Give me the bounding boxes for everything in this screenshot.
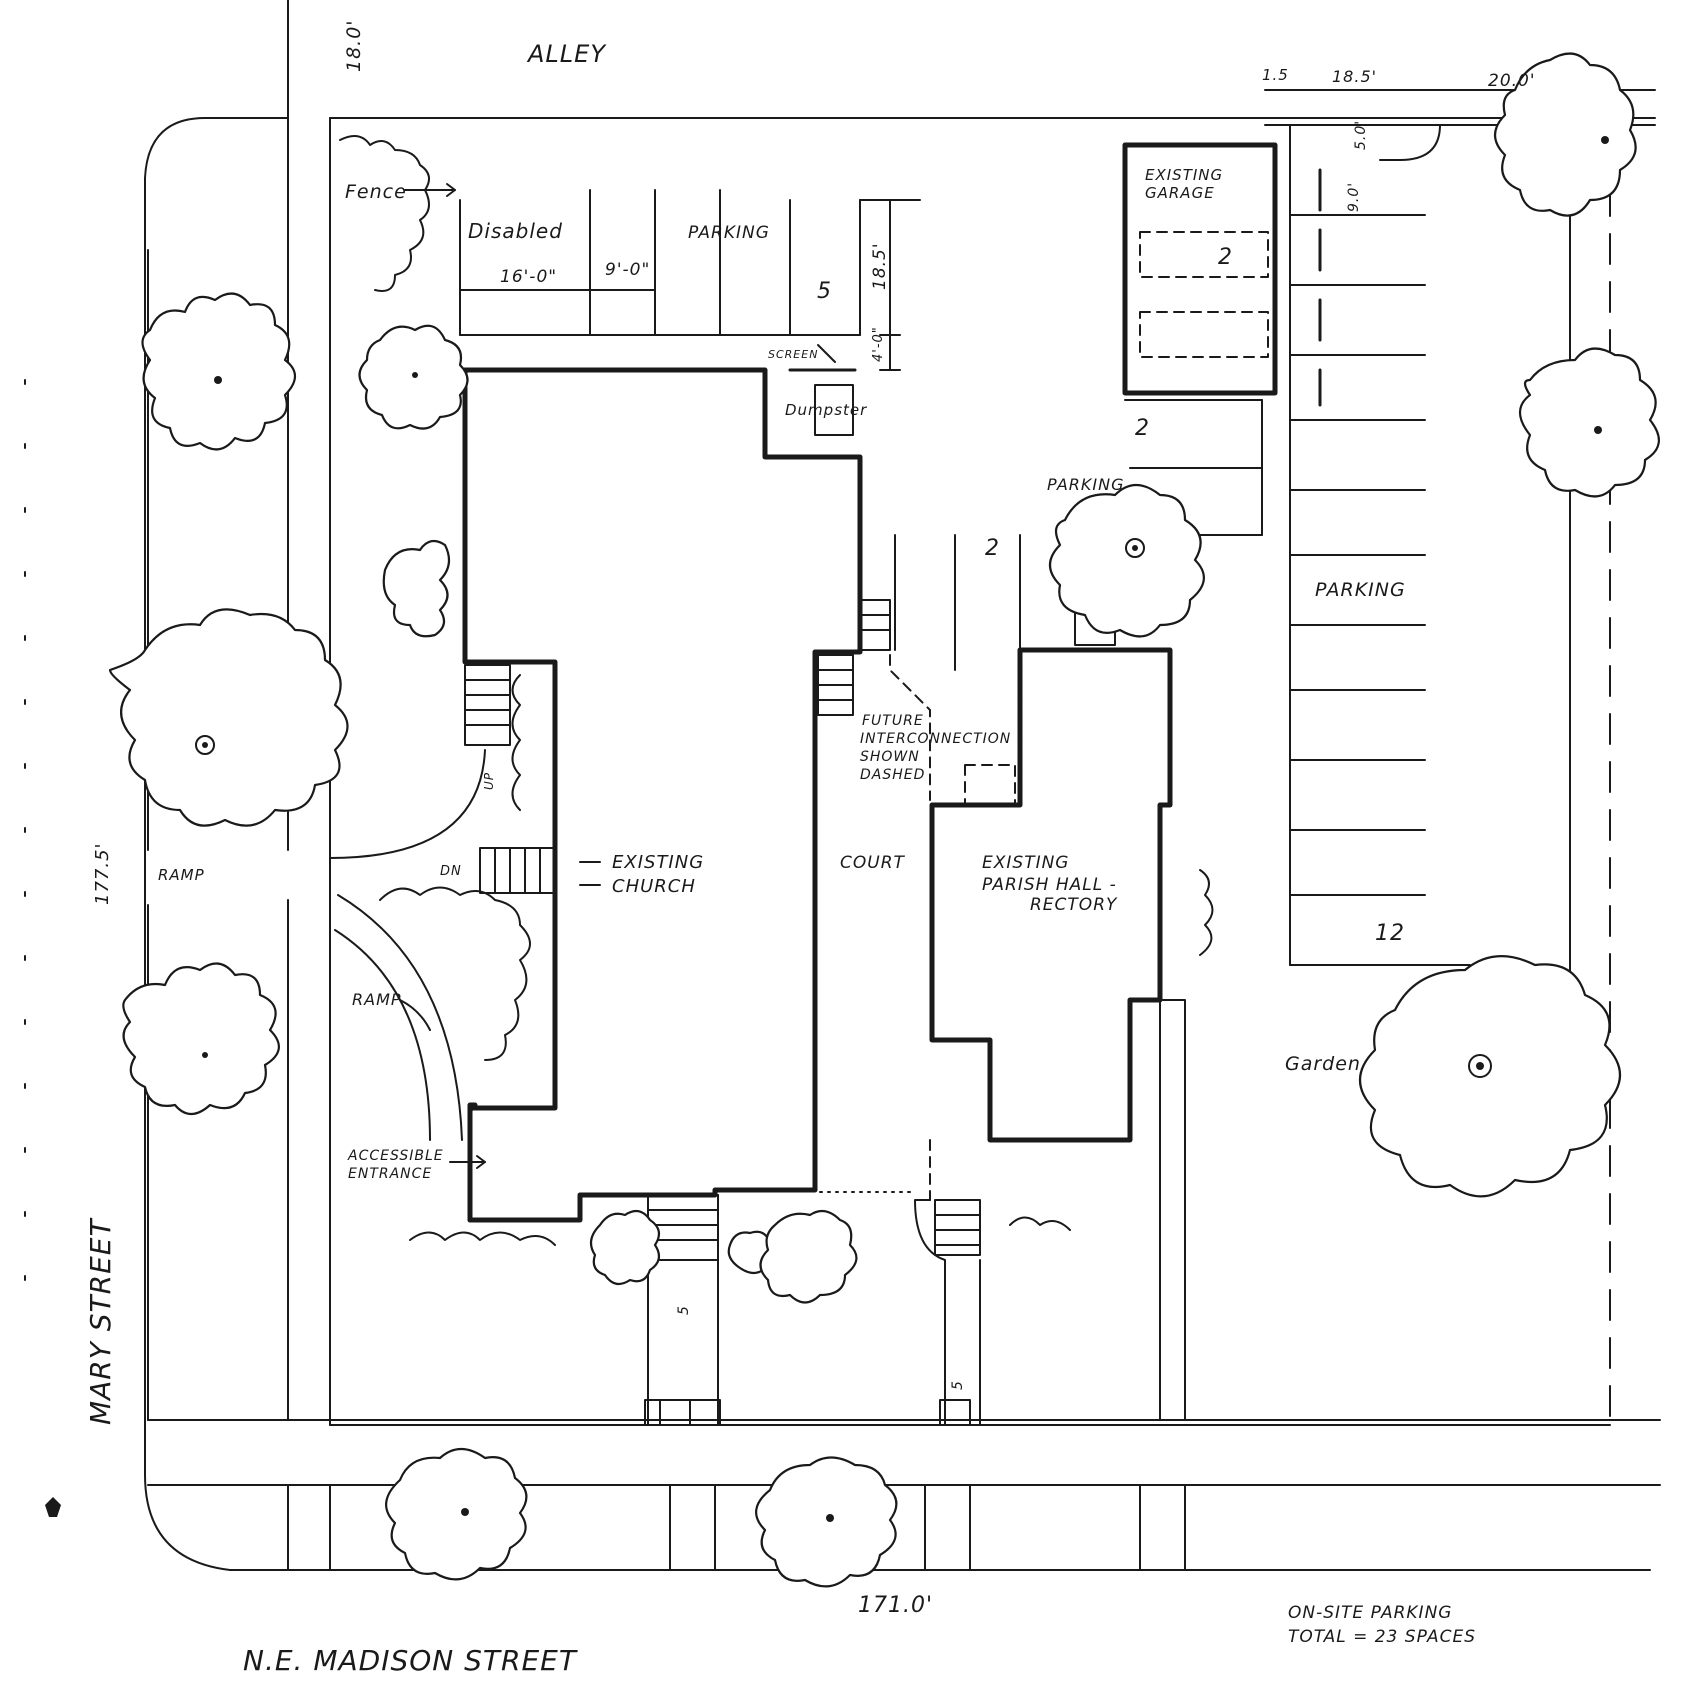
garden-label: Garden [1285,1053,1361,1075]
tree-garden [1359,955,1621,1198]
parking-top-label: PARKING [688,223,770,243]
disabled-stall-dim: 16'-0" [500,267,557,287]
trees [108,52,1660,1588]
annotation-arrows [399,183,836,1169]
step-count-b: 5 [950,1380,966,1390]
aisle-offset-dim: 4'-0" [871,326,886,362]
parish-hall-label-2: PARISH HALL - [982,875,1117,895]
top-dim-c: 20.0' [1488,71,1536,91]
future-interconnection-1: FUTURE [862,713,924,729]
mary-street-label: MARY STREET [84,1218,117,1425]
tree-church-side [382,539,451,638]
existing-garage-label-2: GARAGE [1145,184,1215,202]
court-label: COURT [840,853,906,873]
parking-right-label: PARKING [1315,579,1406,601]
alley-width-dim: 18.0' [343,19,365,72]
garage-count: 2 [1218,245,1233,270]
dumpster-label: Dumpster [785,401,867,419]
tree-right-top [1493,52,1637,217]
existing-garage [1122,142,1322,407]
future-interconnection-3: SHOWN [860,749,920,765]
north-arrow-icon [45,1497,61,1517]
parish-hall-label-3: RECTORY [1030,895,1118,915]
top-parking-count: 5 [817,279,832,304]
court-parking-count: 2 [985,536,1000,561]
parish-hall-label-1: EXISTING [982,853,1069,873]
lot-depth-dim: 177.5' [92,843,113,905]
ramp-left-label: RAMP [158,866,205,884]
madison-street-label: N.E. MADISON STREET [243,1644,578,1677]
tree-right-mid [1518,347,1660,498]
parking-mid-label: PARKING [1047,475,1125,494]
right-parking-lot [894,124,1471,966]
right-parking-count: 12 [1375,921,1405,946]
dn-label: DN [440,864,462,879]
garage-dim-a: 5.0' [1353,120,1369,150]
tree-front-church [589,1209,858,1304]
tree-mary-1 [141,292,297,451]
stall-depth-dim: 18.5' [870,242,890,290]
future-interconnection-2: INTERCONNECTION [860,731,1011,747]
fence-label: Fence [345,181,407,203]
existing-parish-hall [819,599,1186,1426]
screen-label: SCREEN [768,348,818,361]
lot-width-dim: 171.0' [858,1593,933,1618]
disabled-label: Disabled [468,219,563,243]
labels: ALLEY MARY STREET N.E. MADISON STREET 18… [84,19,1536,1677]
top-dim-a: 1.5 [1262,66,1289,84]
existing-garage-label-1: EXISTING [1145,166,1223,184]
onsite-parking-note-1: ON-SITE PARKING [1288,1603,1452,1623]
tree-mary-3 [122,962,280,1116]
existing-church-label-2: CHURCH [612,876,696,897]
garage-dim-b: 9.0' [1346,182,1362,212]
tree-madison-1 [385,1447,528,1581]
stall-width-dim: 9'-0" [605,260,650,280]
top-dim-b: 18.5' [1332,67,1377,86]
tree-mary-2 [108,608,349,827]
alley-label: ALLEY [526,40,607,68]
top-parking-lot [459,189,921,371]
onsite-parking-note-2: TOTAL = 23 SPACES [1288,1627,1476,1647]
tree-parking-mid [1048,483,1205,638]
existing-church-label-1: EXISTING [612,852,704,873]
up-label: UP [482,772,496,790]
accessible-entrance-2: ENTRANCE [348,1166,432,1182]
future-interconnection-4: DASHED [860,767,925,783]
existing-church [329,367,891,1426]
ramp-curve-label: RAMP [352,990,402,1009]
step-count-a: 5 [676,1305,692,1315]
tree-alley-left [358,324,469,430]
tree-madison-2 [755,1456,898,1588]
mid-parking-count: 2 [1135,416,1150,441]
accessible-entrance-1: ACCESSIBLE [347,1148,444,1164]
